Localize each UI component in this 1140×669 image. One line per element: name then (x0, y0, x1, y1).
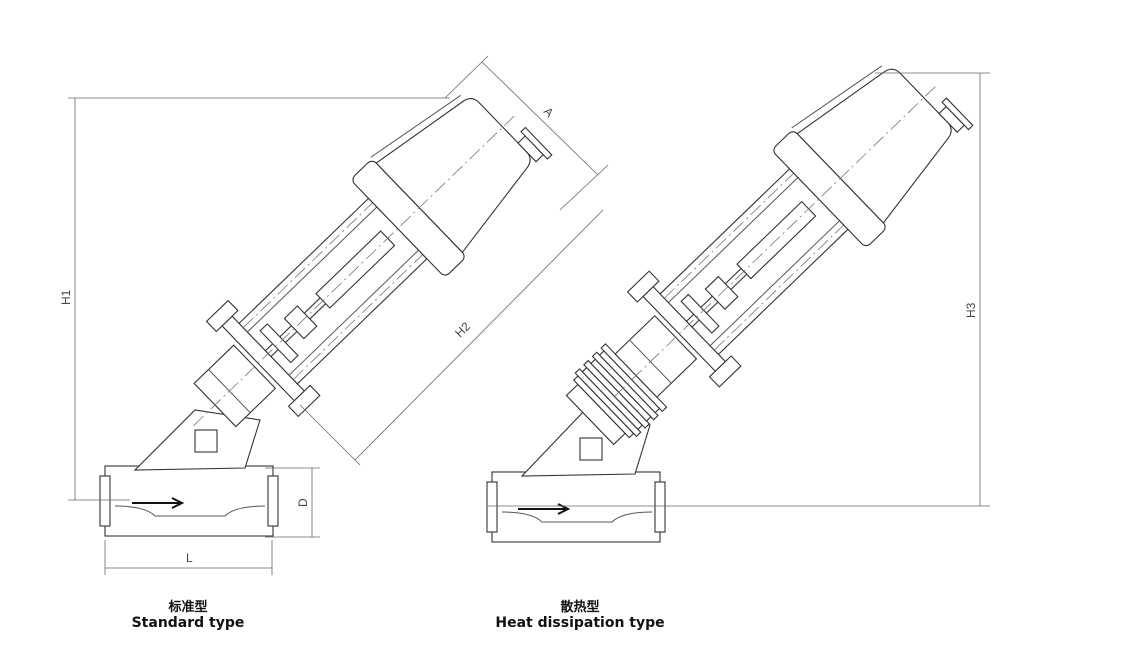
dimension-h1: H1 (59, 97, 450, 501)
bellows (572, 343, 668, 439)
caption-standard-en: Standard type (131, 615, 245, 631)
caption-heat: 散热型 Heat dissipation type (480, 596, 680, 631)
heat-dissipation-valve (486, 32, 986, 543)
l-label: L (186, 551, 193, 565)
h1-label: H1 (59, 289, 73, 305)
d-label: D (296, 498, 310, 507)
a-label: A (541, 104, 557, 120)
caption-standard-cn: 标准型 (168, 600, 208, 615)
h3-label: H3 (964, 302, 978, 318)
h2-label: H2 (452, 319, 473, 340)
caption-heat-en: Heat dissipation type (495, 615, 665, 631)
dimension-d: D (265, 467, 320, 538)
standard-valve (99, 62, 565, 537)
caption-heat-cn: 散热型 (560, 600, 600, 615)
dimension-l: L (104, 540, 273, 575)
caption-standard: 标准型 Standard type (108, 596, 268, 631)
dimension-h3: H3 (488, 72, 990, 507)
